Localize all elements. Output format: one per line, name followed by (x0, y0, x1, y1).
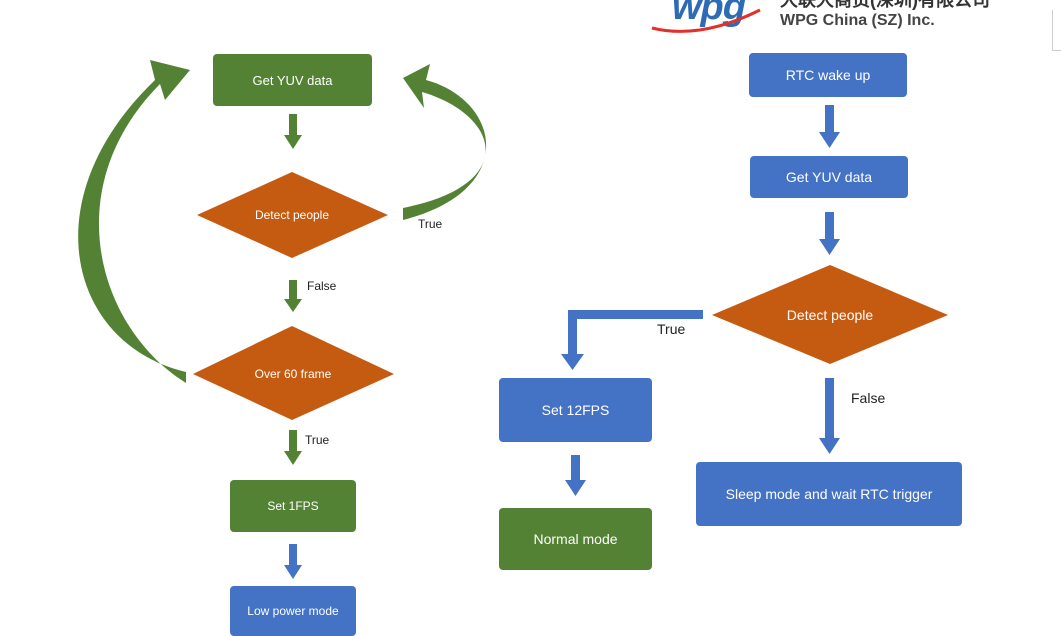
node-detect-people-left-label: Detect people (254, 208, 330, 222)
arrow-right-true-elbow (561, 310, 703, 370)
node-low-power-mode: Low power mode (230, 586, 356, 636)
diamond-detect-people-right (712, 265, 948, 364)
arrow-left-4 (284, 544, 302, 579)
edge-label-true-right: True (657, 321, 686, 337)
company-name-cn: 大联大商贸(深圳)有限公司 (780, 0, 990, 10)
edge-label-true-left-2: True (305, 433, 330, 447)
arrow-right-3 (819, 378, 840, 454)
node-get-yuv-right: Get YUV data (750, 156, 908, 198)
page-edge-divider (1052, 10, 1061, 51)
node-set-12fps: Set 12FPS (499, 378, 652, 442)
company-name-en: WPG China (SZ) Inc. (780, 12, 935, 29)
arrow-right-1 (819, 105, 840, 148)
node-over-60-frame-label: Over 60 frame (254, 367, 332, 381)
arrow-left-3 (284, 430, 302, 465)
arrow-right-4 (565, 455, 586, 496)
edge-label-true-left-1: True (418, 217, 443, 231)
arrow-left-1 (284, 114, 302, 149)
node-detect-people-right-label: Detect people (786, 307, 874, 323)
arrow-left-2 (284, 280, 302, 312)
node-rtc-wake-up: RTC wake up (749, 53, 907, 97)
arrow-right-2 (819, 212, 840, 255)
edge-label-false-left: False (307, 279, 337, 293)
loop-arrow-left (78, 60, 190, 383)
diamond-over-60-frame (193, 326, 394, 420)
edge-label-false-right: False (851, 390, 886, 406)
node-sleep-mode: Sleep mode and wait RTC trigger (696, 462, 962, 526)
node-set-1fps: Set 1FPS (230, 480, 356, 532)
loop-arrow-right (403, 64, 487, 220)
diamond-detect-people-left (197, 172, 388, 258)
node-normal-mode: Normal mode (499, 508, 652, 570)
node-get-yuv-left: Get YUV data (213, 54, 372, 106)
